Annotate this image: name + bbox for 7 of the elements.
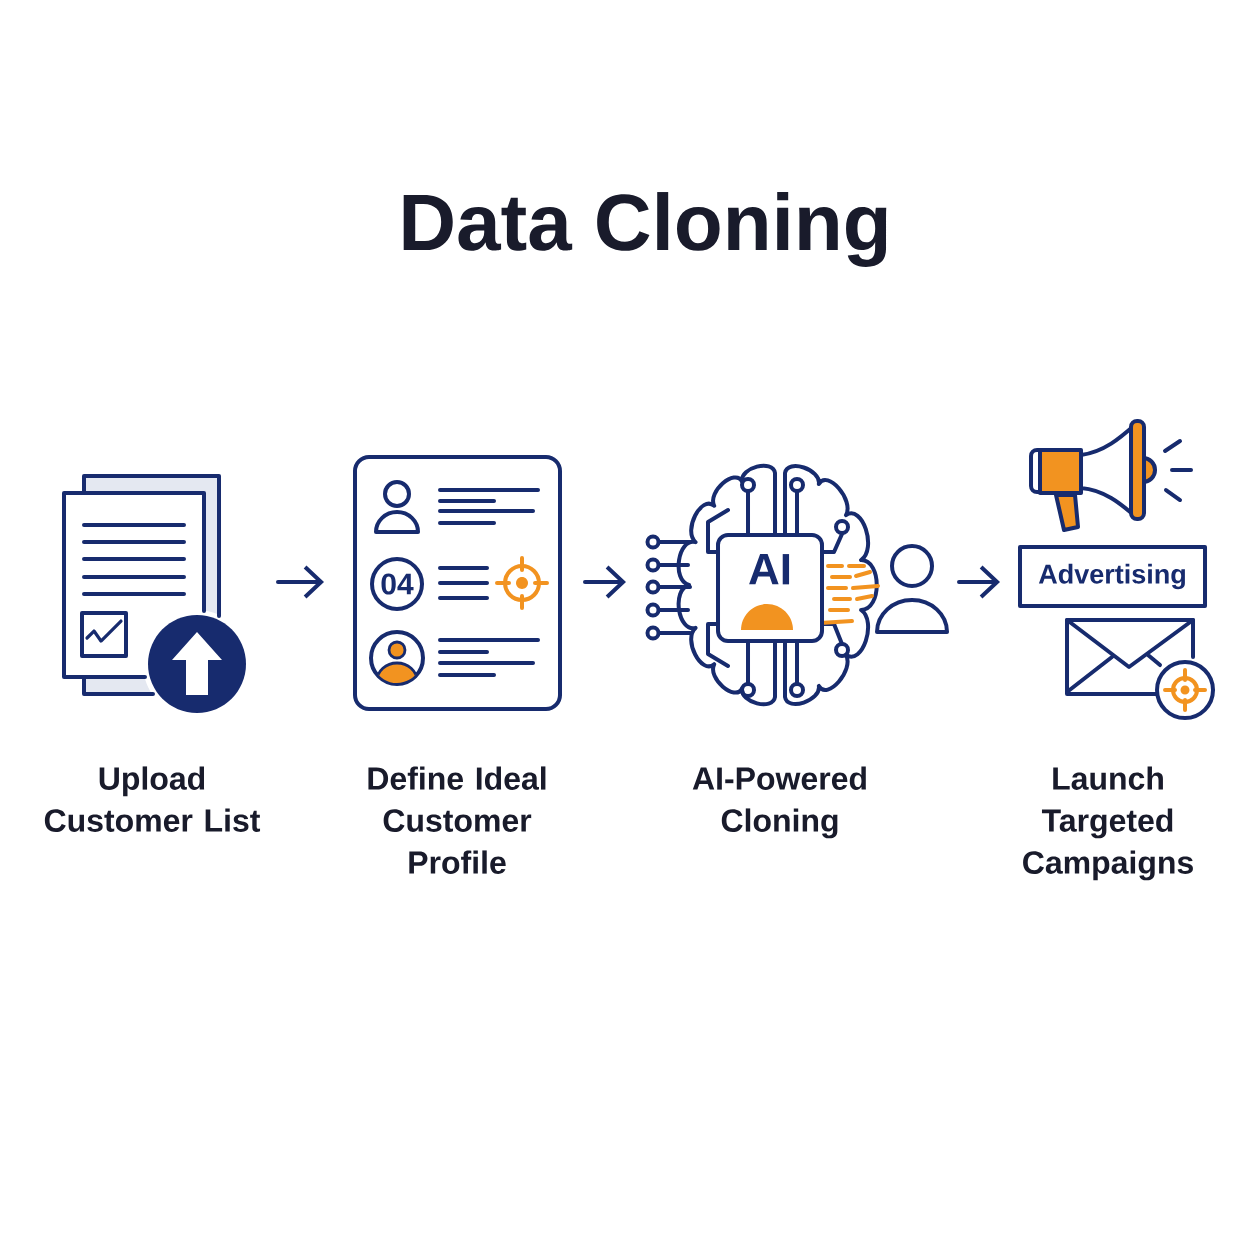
step-label: Upload Customer List <box>44 766 261 832</box>
step-label: Launch Targeted Campaigns <box>1023 766 1193 881</box>
text-box: Advertising <box>1018 545 1207 608</box>
title: Data Cloning <box>403 192 887 267</box>
step-label: Define Ideal Customer Profile <box>368 766 546 874</box>
step-label: AI-Powered Cloning <box>692 766 866 839</box>
number-badge: 04 <box>370 557 424 611</box>
